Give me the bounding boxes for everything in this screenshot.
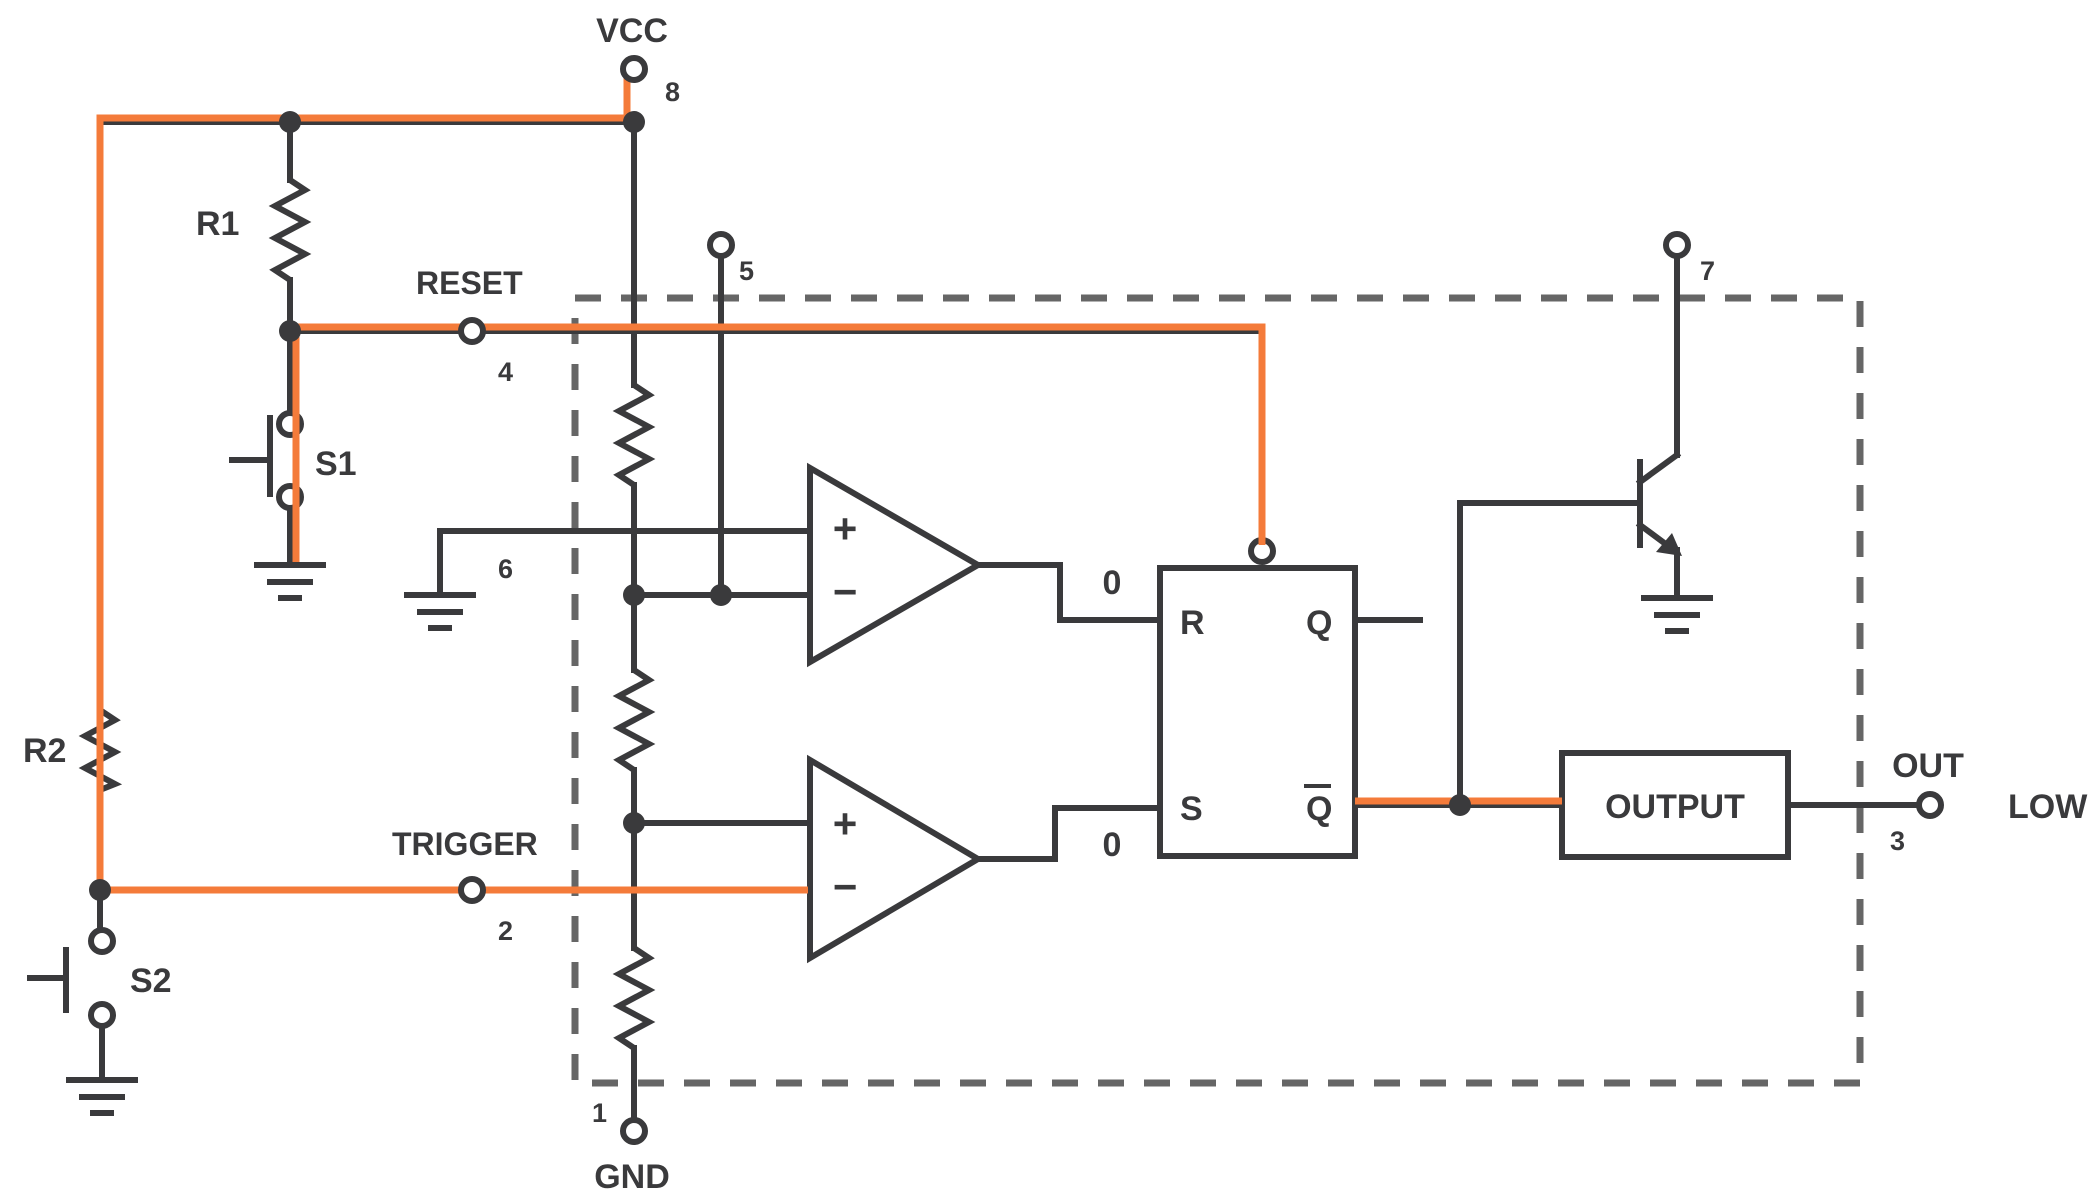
upper-comparator-plus-sign: + (833, 505, 858, 552)
pin-1-gnd-terminal[interactable] (620, 1117, 648, 1145)
pin-4-reset-terminal[interactable] (458, 317, 486, 345)
output-stage-box (1559, 750, 1791, 860)
pin-5-control-terminal[interactable] (707, 231, 735, 259)
switch-s1[interactable] (229, 410, 304, 511)
flip-flop-s-label: S (1180, 790, 1203, 828)
junction-dots (89, 111, 1471, 901)
flip-flop-q-label: Q (1306, 604, 1332, 642)
lower-comparator-output-wire (975, 805, 1163, 862)
vcc-label: VCC (596, 12, 668, 50)
r1-label: R1 (196, 205, 239, 243)
pin-8-number: 8 (665, 77, 680, 107)
pin-8-vcc-terminal[interactable] (620, 55, 648, 83)
r2-label: R2 (23, 732, 66, 770)
pin-2-number: 2 (498, 916, 513, 946)
ground-symbol-transistor (1641, 547, 1713, 634)
s1-label: S1 (315, 445, 357, 483)
voltage-divider (612, 119, 656, 1121)
switch-s2[interactable] (27, 927, 116, 1029)
pin-5-number: 5 (739, 256, 754, 286)
s2-label: S2 (130, 962, 172, 1000)
pin-3-number: 3 (1890, 826, 1905, 856)
pin-2-trigger-terminal[interactable] (458, 876, 486, 904)
pin-1-number: 1 (592, 1098, 607, 1128)
pin-7-discharge-terminal[interactable] (1663, 231, 1691, 259)
out-label: OUT (1892, 747, 1964, 785)
ground-symbol-s1 (254, 562, 326, 601)
lower-comparator-output-value: 0 (1103, 826, 1122, 864)
resistor-r1 (268, 177, 312, 283)
lower-comparator-minus-sign: − (833, 863, 858, 910)
lower-comparator (807, 754, 984, 964)
upper-comparator-output-value: 0 (1103, 564, 1122, 602)
flip-flop-qbar-label: Q (1306, 790, 1332, 828)
upper-comparator (807, 462, 984, 668)
flip-flop (1157, 565, 1358, 859)
lower-comparator-plus-sign: + (833, 800, 858, 847)
pin-6-number: 6 (498, 554, 513, 584)
pin-7-number: 7 (1700, 256, 1715, 286)
external-wiring (97, 119, 1265, 1078)
pin-4-number: 4 (498, 357, 513, 387)
upper-comparator-output-wire (975, 562, 1163, 623)
pin-3-out-terminal[interactable] (1916, 791, 1944, 819)
discharge-transistor (1457, 255, 1682, 808)
flip-flop-r-label: R (1180, 604, 1205, 642)
resistor-r2 (78, 707, 123, 793)
output-stage-label: OUTPUT (1605, 788, 1745, 826)
ic-package-outline (571, 294, 1864, 1087)
gnd-label: GND (594, 1158, 670, 1196)
upper-comparator-minus-sign: − (833, 568, 858, 615)
trigger-label: TRIGGER (392, 826, 538, 862)
reset-label: RESET (416, 265, 523, 301)
ground-symbol-threshold (404, 528, 476, 631)
output-state-label: LOW (2008, 788, 2088, 826)
ground-symbol-s2 (66, 1077, 138, 1116)
